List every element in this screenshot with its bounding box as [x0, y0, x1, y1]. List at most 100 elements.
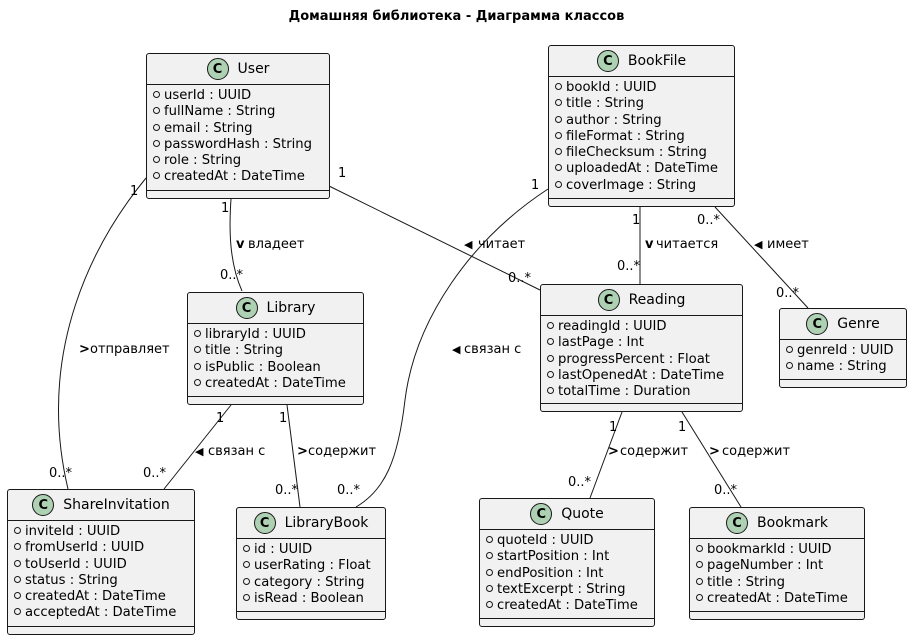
- attribute: category : String: [243, 575, 385, 591]
- public-visibility-icon: [486, 568, 493, 576]
- class-name: User: [237, 61, 270, 77]
- public-visibility-icon: [14, 575, 21, 583]
- methods-divider: [780, 379, 906, 380]
- multiplicity-label: 0..*: [697, 213, 721, 228]
- multiplicity-label: 1: [130, 184, 139, 199]
- public-visibility-icon: [194, 346, 201, 354]
- multiplicity-label: 0..*: [220, 268, 244, 283]
- multiplicity-label: 1: [678, 420, 687, 435]
- public-visibility-icon: [555, 164, 562, 172]
- class-icon: C: [597, 289, 620, 311]
- multiplicity-label: 1: [221, 201, 230, 216]
- methods-divider: [541, 403, 742, 404]
- methods-divider: [8, 626, 194, 627]
- attribute: acceptedAt : DateTime: [14, 605, 194, 621]
- public-visibility-icon: [486, 536, 493, 543]
- direction-arrow-icon: ◀: [452, 343, 461, 356]
- public-visibility-icon: [153, 139, 160, 147]
- public-visibility-icon: [696, 545, 703, 552]
- attribute: pageNumber : Int: [696, 558, 864, 574]
- association-label: содержит: [308, 444, 377, 459]
- multiplicity-label: 1: [279, 411, 288, 426]
- class-name: Reading: [628, 292, 686, 308]
- attribute: userId : UUID: [153, 88, 329, 104]
- class-icon: C: [530, 503, 553, 525]
- class-name: Bookmark: [757, 515, 828, 531]
- attribute: isPublic : Boolean: [194, 360, 363, 376]
- multiplicity-label: 0..*: [617, 259, 641, 274]
- multiplicity-label: 1: [609, 420, 618, 435]
- attribute: title : String: [696, 575, 864, 591]
- multiplicity-label: 1: [632, 213, 641, 228]
- public-visibility-icon: [153, 172, 160, 180]
- attribute: toUserId : UUID: [14, 557, 194, 573]
- public-visibility-icon: [547, 387, 554, 395]
- public-visibility-icon: [194, 378, 201, 386]
- attribute: bookmarkId : UUID: [696, 542, 864, 558]
- public-visibility-icon: [14, 608, 21, 616]
- association-label: читает: [478, 237, 526, 252]
- public-visibility-icon: [555, 99, 562, 107]
- public-visibility-icon: [555, 83, 562, 90]
- direction-arrow-icon: >: [709, 444, 720, 459]
- attribute: fileFormat : String: [555, 129, 734, 145]
- public-visibility-icon: [696, 561, 703, 569]
- multiplicity-label: 0..*: [49, 466, 73, 481]
- multiplicity-label: 0..*: [776, 286, 800, 301]
- association-label: имеет: [767, 237, 809, 252]
- attribute: title : String: [555, 96, 734, 112]
- edge-bookfile-librarybook: [355, 188, 549, 508]
- attribute: coverImage : String: [555, 178, 734, 194]
- public-visibility-icon: [153, 91, 160, 98]
- public-visibility-icon: [243, 545, 250, 552]
- association-label: отправляет: [90, 342, 170, 357]
- public-visibility-icon: [243, 561, 250, 569]
- attribute: isRead : Boolean: [243, 591, 385, 607]
- association-label: содержит: [722, 444, 791, 459]
- class-icon: C: [806, 313, 829, 335]
- direction-arrow-icon: >: [608, 444, 619, 459]
- public-visibility-icon: [555, 148, 562, 156]
- public-visibility-icon: [14, 543, 21, 551]
- multiplicity-label: 1: [531, 178, 540, 193]
- association-label: читается: [656, 237, 719, 252]
- methods-divider: [188, 396, 363, 397]
- multiplicity-label: 0..*: [143, 466, 167, 481]
- attribute: readingId : UUID: [547, 319, 742, 335]
- direction-arrow-icon: >: [297, 444, 308, 459]
- attribute: inviteId : UUID: [14, 524, 194, 540]
- class-icon: C: [32, 494, 55, 516]
- attribute: uploadedAt : DateTime: [555, 161, 734, 177]
- attribute: userRating : Float: [243, 558, 385, 574]
- class-name: ShareInvitation: [63, 497, 170, 513]
- public-visibility-icon: [555, 131, 562, 139]
- public-visibility-icon: [486, 601, 493, 609]
- public-visibility-icon: [153, 123, 160, 131]
- public-visibility-icon: [153, 156, 160, 164]
- public-visibility-icon: [14, 559, 21, 567]
- methods-divider: [690, 611, 864, 612]
- methods-divider: [147, 190, 329, 191]
- public-visibility-icon: [786, 346, 793, 353]
- edge-library-shareinvitation: [163, 404, 232, 490]
- public-visibility-icon: [194, 362, 201, 370]
- attribute: title : String: [194, 343, 363, 359]
- class-icon: C: [726, 512, 749, 534]
- attribute: id : UUID: [243, 542, 385, 558]
- diagram-title: Домашняя библиотека - Диаграмма классов: [288, 9, 625, 24]
- attribute: author : String: [555, 113, 734, 129]
- class-bookmark[interactable]: C Bookmark bookmarkId : UUID pageNumber :…: [689, 507, 865, 620]
- association-label: содержит: [620, 444, 689, 459]
- edge-user-reading: [328, 185, 541, 291]
- attribute: createdAt : DateTime: [486, 598, 654, 614]
- attribute: libraryId : UUID: [194, 327, 363, 343]
